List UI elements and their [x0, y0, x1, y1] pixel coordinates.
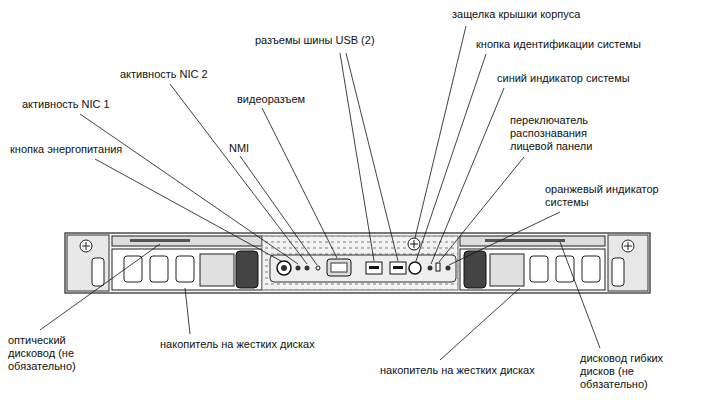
callout-label: защелка крышки корпуса: [452, 8, 652, 21]
callout-label: синий индикатор системы: [497, 72, 677, 85]
callout-label: NMI: [229, 142, 269, 155]
callout-label: активность NIC 2: [120, 68, 260, 81]
callout-label: дисковод гибких дисков (не обязательно): [580, 352, 676, 391]
callout-label: переключатель распознавания лицевой пане…: [510, 114, 622, 153]
callout-label: активность NIC 1: [22, 98, 162, 111]
callout-label: разъемы шины USB (2): [255, 34, 415, 47]
callout-label: кнопка энергопитания: [10, 143, 170, 156]
callout-label: оптический дисковод (не обязательно): [8, 334, 103, 373]
callout-label: кнопка идентификации системы: [476, 38, 676, 51]
callout-label: видеоразъем: [237, 93, 357, 106]
callout-label: накопитель на жестких дисках: [160, 338, 360, 351]
callout-label: накопитель на жестких дисках: [380, 364, 580, 377]
callout-label: оранжевый индикатор системы: [545, 183, 675, 209]
